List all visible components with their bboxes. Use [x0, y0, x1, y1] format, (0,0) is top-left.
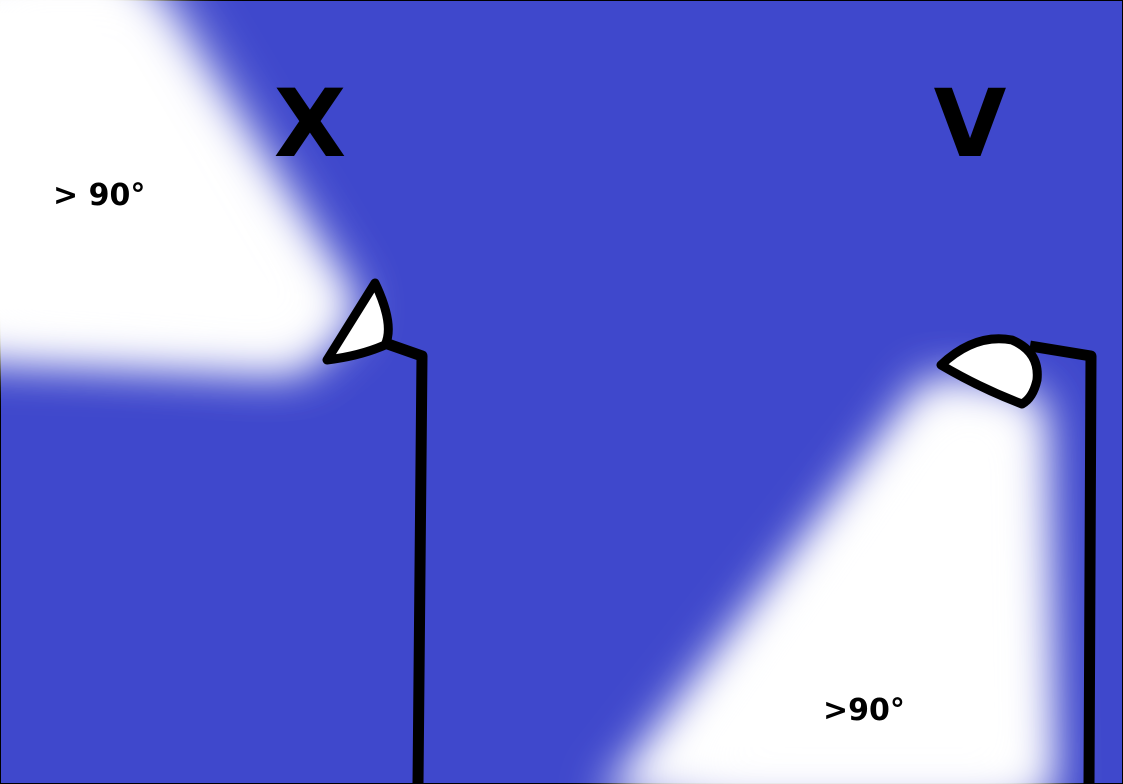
right-angle-label: >90°	[823, 693, 905, 728]
left-panel: X > 90°	[0, 0, 428, 784]
right-lamp-head	[936, 334, 1042, 409]
left-mark-label: X	[274, 70, 346, 179]
left-angle-label: > 90°	[53, 178, 145, 213]
right-lamp-pole	[1029, 340, 1097, 784]
right-light-beam-core	[670, 390, 1035, 784]
left-lamp-head	[322, 278, 393, 365]
right-mark-label: V	[934, 70, 1007, 179]
right-panel: V >90°	[612, 70, 1097, 784]
left-light-beam-core	[0, 0, 350, 360]
left-lamp-pole	[380, 336, 428, 784]
